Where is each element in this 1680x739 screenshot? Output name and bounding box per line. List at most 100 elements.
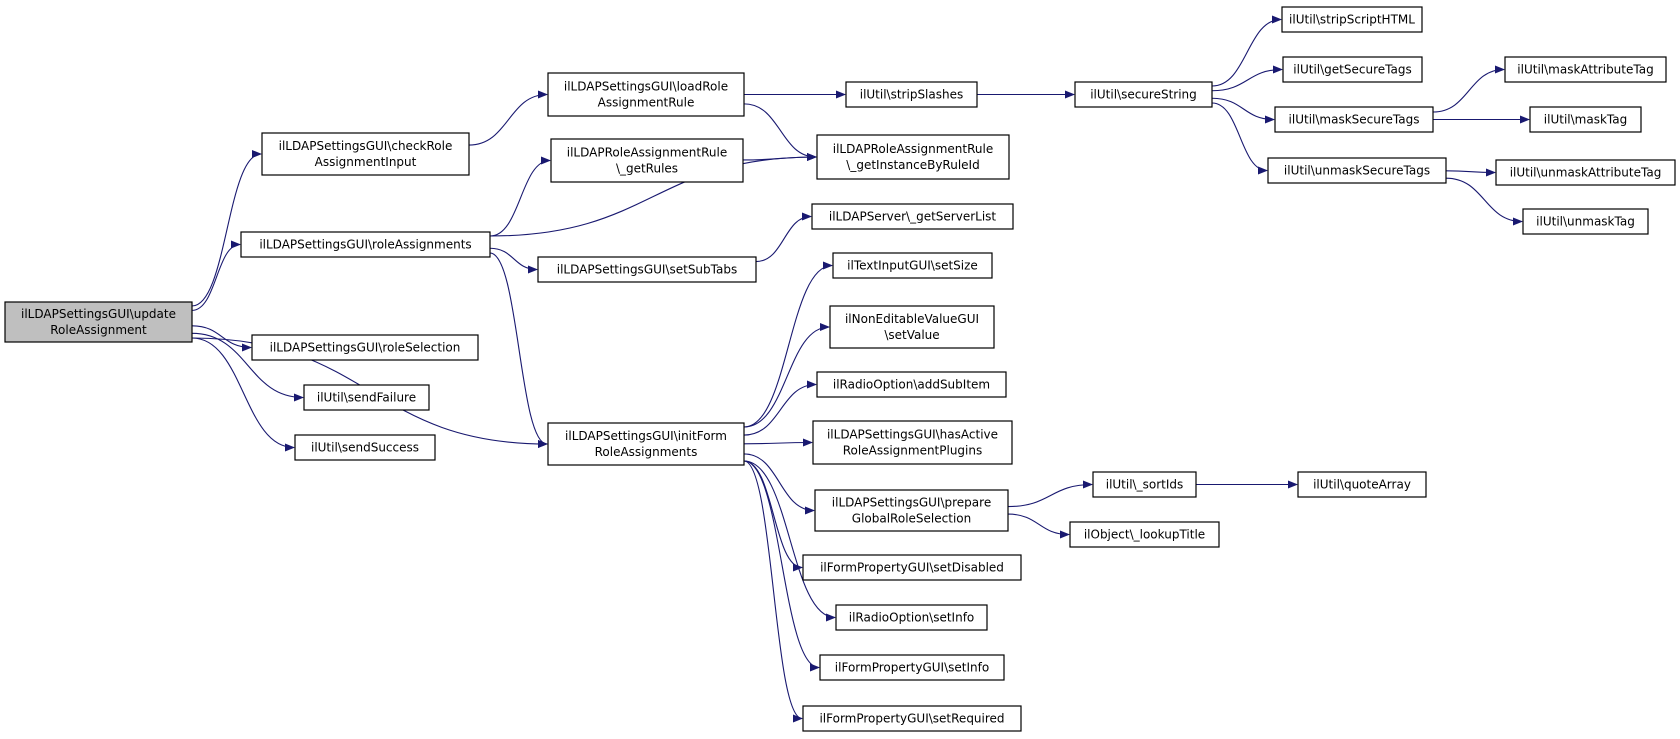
- edge-maskSecureTags-to-maskAttr: [1432, 65, 1505, 113]
- node-setDisabled[interactable]: ilFormPropertyGUI\setDisabled: [802, 554, 1022, 581]
- node-box-unmaskTag[interactable]: [1522, 208, 1649, 235]
- node-label-hasActive-1: RoleAssignmentPlugins: [843, 444, 983, 458]
- node-quoteArray[interactable]: ilUtil\quoteArray: [1297, 471, 1427, 498]
- node-stripScript[interactable]: ilUtil\stripScriptHTML: [1281, 6, 1423, 33]
- node-setSubTabs[interactable]: ilLDAPSettingsGUI\setSubTabs: [537, 256, 757, 283]
- node-label-setValue-1: \setValue: [884, 328, 939, 342]
- node-box-initForm[interactable]: [547, 422, 745, 466]
- node-label-unmaskAttr-0: ilUtil\unmaskAttributeTag: [1510, 166, 1662, 180]
- node-box-getInstance[interactable]: [816, 134, 1010, 180]
- node-box-setSize[interactable]: [832, 252, 993, 279]
- node-label-quoteArray-0: ilUtil\quoteArray: [1313, 478, 1411, 492]
- node-label-unmaskSecureTags-0: ilUtil\unmaskSecureTags: [1284, 164, 1430, 178]
- node-setSize[interactable]: ilTextInputGUI\setSize: [832, 252, 993, 279]
- edge-root-to-roleAssignments: [191, 240, 241, 311]
- node-box-root[interactable]: [4, 301, 193, 343]
- node-label-getSecureTags-0: ilUtil\getSecureTags: [1293, 63, 1411, 77]
- node-radioSetInfo[interactable]: ilRadioOption\setInfo: [835, 604, 988, 631]
- node-box-prepareGlobal[interactable]: [814, 489, 1009, 532]
- node-label-loadRule-1: AssignmentRule: [598, 96, 695, 110]
- node-box-formSetInfo[interactable]: [819, 654, 1005, 681]
- edge-initForm-to-setSize: [743, 261, 833, 428]
- node-label-sendSuccess-0: ilUtil\sendSuccess: [311, 441, 419, 455]
- edge-getRules-to-getInstance: [742, 153, 817, 162]
- node-maskSecureTags[interactable]: ilUtil\maskSecureTags: [1274, 106, 1434, 133]
- node-box-unmaskAttr[interactable]: [1495, 159, 1676, 186]
- node-stripSlashes[interactable]: ilUtil\stripSlashes: [845, 81, 978, 108]
- node-serverList[interactable]: ilLDAPServer\_getServerList: [811, 203, 1014, 230]
- node-unmaskTag[interactable]: ilUtil\unmaskTag: [1522, 208, 1649, 235]
- node-box-setSubTabs[interactable]: [537, 256, 757, 283]
- node-box-getRules[interactable]: [550, 138, 744, 183]
- edge-secureString-to-unmaskSecureTags: [1211, 102, 1268, 175]
- node-box-sortIds[interactable]: [1092, 471, 1197, 498]
- node-sendFailure[interactable]: ilUtil\sendFailure: [303, 384, 430, 411]
- node-secureString[interactable]: ilUtil\secureString: [1074, 81, 1213, 108]
- node-box-sendSuccess[interactable]: [294, 434, 436, 461]
- node-unmaskAttr[interactable]: ilUtil\unmaskAttributeTag: [1495, 159, 1676, 186]
- node-box-quoteArray[interactable]: [1297, 471, 1427, 498]
- node-box-checkRole[interactable]: [261, 132, 470, 176]
- node-formSetInfo[interactable]: ilFormPropertyGUI\setInfo: [819, 654, 1005, 681]
- node-box-hasActive[interactable]: [812, 420, 1013, 465]
- node-setValue[interactable]: ilNonEditableValueGUI\setValue: [829, 305, 995, 349]
- node-box-maskAttr[interactable]: [1504, 56, 1667, 83]
- node-getRules[interactable]: ilLDAPRoleAssignmentRule \_getRules: [550, 138, 744, 183]
- node-label-getRules-0: ilLDAPRoleAssignmentRule: [567, 146, 727, 160]
- node-label-setRequired-0: ilFormPropertyGUI\setRequired: [819, 712, 1004, 726]
- node-sendSuccess[interactable]: ilUtil\sendSuccess: [294, 434, 436, 461]
- node-label-addSubItem-0: ilRadioOption\addSubItem: [833, 378, 990, 392]
- node-box-unmaskSecureTags[interactable]: [1267, 157, 1447, 184]
- node-box-stripSlashes[interactable]: [845, 81, 978, 108]
- node-label-maskSecureTags-0: ilUtil\maskSecureTags: [1289, 113, 1420, 127]
- edge-layer: [191, 15, 1530, 723]
- node-checkRole[interactable]: ilLDAPSettingsGUI\checkRoleAssignmentInp…: [261, 132, 470, 176]
- edge-initForm-to-formSetInfo: [743, 460, 820, 672]
- node-label-hasActive-0: ilLDAPSettingsGUI\hasActive: [827, 428, 998, 442]
- node-roleSelection[interactable]: ilLDAPSettingsGUI\roleSelection: [251, 334, 479, 361]
- node-hasActive[interactable]: ilLDAPSettingsGUI\hasActiveRoleAssignmen…: [812, 420, 1013, 465]
- node-setRequired[interactable]: ilFormPropertyGUI\setRequired: [802, 705, 1022, 732]
- node-box-sendFailure[interactable]: [303, 384, 430, 411]
- node-box-secureString[interactable]: [1074, 81, 1213, 108]
- node-box-stripScript[interactable]: [1281, 6, 1423, 33]
- edge-initForm-to-addSubItem: [743, 380, 817, 436]
- node-box-setDisabled[interactable]: [802, 554, 1022, 581]
- node-label-getInstance-0: ilLDAPRoleAssignmentRule: [833, 142, 993, 156]
- node-label-prepareGlobal-1: GlobalRoleSelection: [852, 512, 971, 526]
- node-prepareGlobal[interactable]: ilLDAPSettingsGUI\prepareGlobalRoleSelec…: [814, 489, 1009, 532]
- edge-setSubTabs-to-serverList: [755, 212, 812, 263]
- node-box-roleSelection[interactable]: [251, 334, 479, 361]
- node-box-setRequired[interactable]: [802, 705, 1022, 732]
- node-label-sendFailure-0: ilUtil\sendFailure: [317, 391, 416, 405]
- edge-roleAssignments-to-getInstance: [489, 153, 817, 237]
- node-box-roleAssignments[interactable]: [240, 231, 491, 258]
- node-maskAttr[interactable]: ilUtil\maskAttributeTag: [1504, 56, 1667, 83]
- node-getSecureTags[interactable]: ilUtil\getSecureTags: [1282, 56, 1423, 83]
- node-box-lookupTitle[interactable]: [1069, 521, 1220, 548]
- node-box-radioSetInfo[interactable]: [835, 604, 988, 631]
- node-initForm[interactable]: ilLDAPSettingsGUI\initFormRoleAssignment…: [547, 422, 745, 466]
- node-box-serverList[interactable]: [811, 203, 1014, 230]
- node-roleAssignments[interactable]: ilLDAPSettingsGUI\roleAssignments: [240, 231, 491, 258]
- edge-roleAssignments-to-initForm: [489, 252, 548, 448]
- node-box-addSubItem[interactable]: [816, 371, 1007, 398]
- node-lookupTitle[interactable]: ilObject\_lookupTitle: [1069, 521, 1220, 548]
- node-box-loadRule[interactable]: [547, 72, 745, 117]
- node-label-checkRole-1: AssignmentInput: [315, 155, 417, 169]
- node-box-setValue[interactable]: [829, 305, 995, 349]
- node-box-maskSecureTags[interactable]: [1274, 106, 1434, 133]
- node-sortIds[interactable]: ilUtil\_sortIds: [1092, 471, 1197, 498]
- node-maskTag[interactable]: ilUtil\maskTag: [1529, 106, 1642, 133]
- node-label-roleSelection-0: ilLDAPSettingsGUI\roleSelection: [270, 341, 461, 355]
- node-unmaskSecureTags[interactable]: ilUtil\unmaskSecureTags: [1267, 157, 1447, 184]
- node-addSubItem[interactable]: ilRadioOption\addSubItem: [816, 371, 1007, 398]
- node-box-maskTag[interactable]: [1529, 106, 1642, 133]
- node-getInstance[interactable]: ilLDAPRoleAssignmentRule\_getInstanceByR…: [816, 134, 1010, 180]
- node-box-getSecureTags[interactable]: [1282, 56, 1423, 83]
- node-label-getRules-1: \_getRules: [616, 162, 678, 176]
